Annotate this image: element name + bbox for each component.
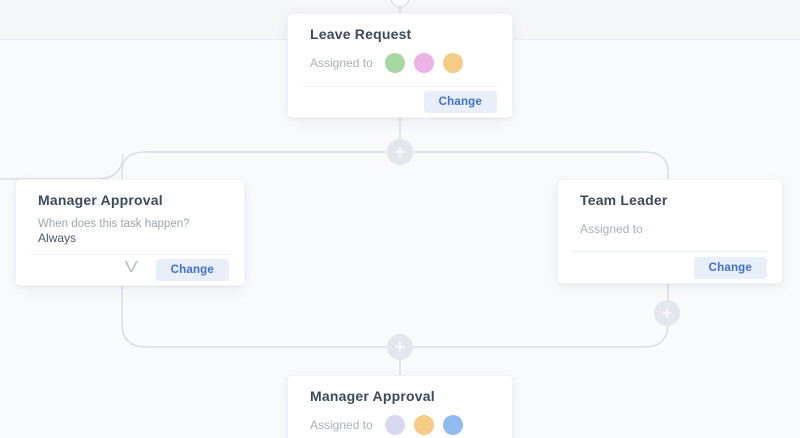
assignee-avatar (413, 415, 434, 435)
assigned-to-label: Assigned to (310, 56, 373, 70)
add-step-button[interactable]: + (387, 334, 413, 360)
node-team-leader[interactable]: Team Leader Assigned to Change (557, 179, 783, 284)
chevron-down-icon[interactable]: V (124, 259, 139, 276)
node-title: Team Leader (580, 192, 668, 208)
assignee-avatar (442, 415, 463, 435)
assigned-to-row: Assigned to (580, 219, 760, 238)
assigned-to-row: Assigned to (310, 53, 490, 73)
assigned-to-label: Assigned to (580, 221, 643, 236)
assigned-to-label: Assigned to (310, 418, 373, 432)
card-divider (302, 86, 498, 87)
add-step-button[interactable]: + (654, 300, 680, 326)
node-title: Leave Request (310, 26, 412, 42)
card-divider (30, 254, 230, 255)
change-button[interactable]: Change (155, 259, 229, 281)
card-divider (572, 251, 768, 253)
assigned-to-row: Assigned to (310, 415, 490, 435)
node-title: Manager Approval (38, 192, 163, 208)
condition-question: When does this task happen? (38, 218, 190, 230)
assignee-avatars (384, 415, 463, 435)
card-footer: Change (310, 87, 497, 117)
condition-answer: Always (38, 231, 77, 245)
node-manager-approval-condition[interactable]: Manager Approval When does this task hap… (15, 179, 245, 286)
assignee-avatar (413, 53, 434, 73)
node-leave-request[interactable]: Leave Request Assigned to Change (287, 13, 513, 118)
node-manager-approval-bottom[interactable]: Manager Approval Assigned to (287, 375, 513, 438)
add-step-button[interactable]: + (387, 139, 413, 165)
connector-stub-circle (390, 0, 410, 8)
assignee-avatar (384, 53, 405, 73)
change-button[interactable]: Change (693, 256, 767, 279)
connector-offscreen-ramp (0, 153, 124, 180)
assignee-avatar (442, 53, 463, 73)
card-footer: Change (580, 252, 767, 283)
assignee-avatar (384, 415, 405, 435)
node-title: Manager Approval (310, 388, 435, 404)
change-button[interactable]: Change (423, 91, 497, 113)
assignee-avatars (384, 53, 463, 73)
card-footer: V Change (38, 255, 229, 285)
